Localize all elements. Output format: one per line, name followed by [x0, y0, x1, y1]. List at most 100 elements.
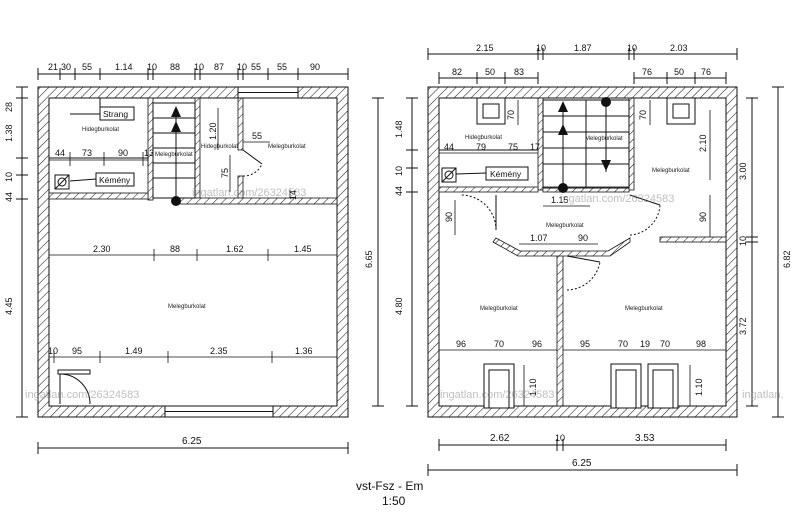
uf-dim-top2-3: 76: [642, 67, 652, 77]
uf-dim-row1-3: 17: [530, 142, 540, 152]
uf-dim-v70a: 70: [506, 110, 516, 120]
gf-room-hidegburkolat-2: Hidegburkolat: [201, 144, 238, 150]
uf-wall-stair-right: [628, 97, 635, 191]
gf-door-bath: [242, 149, 263, 177]
watermark-5: ingatlan.: [742, 389, 784, 401]
gf-room-melegburkolat-stair: Melegburkolat: [155, 152, 193, 158]
gf-dim-lower-1: 95: [72, 346, 82, 356]
uf-dim-right-outer: 6.82: [782, 250, 792, 268]
gf-dim-row1-0: 44: [55, 148, 65, 158]
uf-staircase: [542, 97, 630, 193]
uf-stair-arrow-up-icon: [558, 101, 568, 112]
uf-dim-row1-1: 79: [476, 142, 486, 152]
ground-floor-plan: 21 30 55 1.14 10 88 10 87 10 55 55 90 28…: [4, 62, 384, 454]
uf-dim-lower-7: 98: [696, 339, 706, 349]
gf-stair-arrow-up-icon: [171, 106, 181, 117]
uf-dim-left-1: 10: [394, 166, 404, 176]
uf-door-room-right: [629, 194, 661, 236]
uf-dim-lower-5: 19: [640, 339, 650, 349]
gf-top-dimension-chain: [37, 68, 349, 80]
gf-door-entrance: [57, 369, 91, 405]
gf-left-dimension-chain: [16, 86, 28, 418]
uf-dim-lower-1: 70: [494, 339, 504, 349]
gf-stair-start-dot: [171, 196, 181, 206]
watermark-4: ingatlan.com/26324583: [192, 187, 306, 199]
uf-room-melegburkolat-hall: Melegburkolat: [546, 223, 584, 229]
uf-dim-right-2: 3.72: [738, 317, 748, 335]
uf-vent-left: [476, 97, 506, 125]
uf-room-melegburkolat-stair: Melegburkolat: [585, 136, 623, 142]
gf-dim-top-2: 55: [82, 62, 92, 72]
gf-dim-top-7: 87: [214, 62, 224, 72]
uf-vent-right: [666, 97, 696, 125]
uf-dim-v90r: 90: [698, 212, 708, 222]
gf-wall-chimney-row: [48, 192, 149, 200]
gf-room-hidegburkolat-1: Hidegburkolat: [82, 127, 119, 133]
uf-dim-lower-6: 70: [660, 339, 670, 349]
gf-right-dimension: [372, 97, 384, 407]
uf-dim-v90l: 90: [444, 212, 454, 222]
gf-dim-right: 6.65: [364, 250, 374, 268]
gf-window-bottom: [164, 405, 274, 418]
uf-wall-hall-bottom: [492, 237, 631, 257]
gf-dim-top-1: 30: [61, 62, 71, 72]
uf-dim-left-0: 1.48: [394, 120, 404, 138]
uf-dim-left-3: 4.80: [394, 297, 404, 315]
uf-left-dimension-chain: [406, 97, 418, 407]
gf-dim-mid-1: 88: [170, 244, 180, 254]
uf-dim-h107: 1.07: [530, 233, 548, 243]
gf-wall-mid-right: [237, 97, 244, 151]
gf-dim-left-2: 10: [4, 172, 14, 182]
gf-dim-row1-1: 73: [82, 148, 92, 158]
uf-dim-top-3: 10: [627, 43, 637, 53]
gf-dim-v120: 1.20: [208, 122, 218, 140]
uf-dim-top2-2: 83: [514, 67, 524, 77]
gf-dim-top-10: 55: [277, 62, 287, 72]
gf-dim-left-4: 4.45: [4, 297, 14, 315]
gf-window-top: [237, 86, 299, 99]
gf-stair-arrow-up-icon-2: [171, 121, 181, 132]
uf-dim-lower-2: 96: [532, 339, 542, 349]
drawing-title: vst-Fsz - Em: [356, 479, 423, 493]
uf-wall-right-mid: [659, 236, 727, 243]
gf-dim-v75: 75: [220, 168, 230, 178]
watermark-2: ingatlan.com/26324583: [440, 389, 554, 401]
uf-door-room-bottom-right: [566, 255, 601, 291]
uf-dim-bottom-1: 10: [555, 433, 565, 443]
uf-dim-lower-4: 70: [618, 339, 628, 349]
uf-dim-bottom-total: 6.25: [572, 458, 592, 469]
gf-dim-row1-2: 90: [118, 148, 128, 158]
uf-stair-dot-top: [601, 97, 611, 107]
uf-dim-left-2: 44: [394, 186, 404, 196]
gf-dim-top-6: 10: [194, 62, 204, 72]
gf-dim-left-3: 44: [4, 192, 14, 202]
gf-tag-kemeny: Kémény: [99, 175, 131, 185]
gf-bottom-dimension: [37, 442, 349, 454]
gf-room-melegburkolat-main: Melegburkolat: [168, 304, 206, 310]
uf-room-melegburkolat-left: Melegburkolat: [480, 306, 518, 312]
uf-dim-top2-5: 76: [701, 67, 711, 77]
gf-dim-h55: 55: [252, 131, 262, 141]
watermark-1: ingatlan.com/26324583: [25, 389, 139, 401]
gf-dim-top-11: 90: [310, 62, 320, 72]
uf-wall-center-vertical: [556, 251, 564, 407]
uf-top-dimension-chains: [427, 48, 738, 84]
gf-dim-top-3: 1.14: [115, 62, 133, 72]
uf-dim-row1-0: 44: [444, 142, 454, 152]
uf-door-bath: [460, 194, 497, 231]
uf-dim-top-1: 10: [536, 43, 546, 53]
gf-dim-left-1: 1.38: [4, 124, 14, 142]
uf-right-dimension-chains: [746, 86, 784, 418]
uf-window-bottom-left: [483, 363, 515, 409]
uf-room-hidegburkolat: Hidegburkolat: [465, 135, 502, 141]
gf-chimney: [54, 174, 70, 190]
gf-dim-mid-0: 2.30: [93, 244, 111, 254]
gf-dim-mid-2: 1.62: [226, 244, 244, 254]
uf-stair-arrow-up-icon-2: [558, 124, 568, 135]
uf-window-bottom-mid: [610, 363, 642, 409]
uf-dim-v110a: 1.10: [528, 378, 538, 396]
uf-tag-kemeny: Kémény: [490, 169, 522, 179]
gf-dim-top-9: 55: [251, 62, 261, 72]
uf-dim-v210: 2.10: [698, 134, 708, 152]
